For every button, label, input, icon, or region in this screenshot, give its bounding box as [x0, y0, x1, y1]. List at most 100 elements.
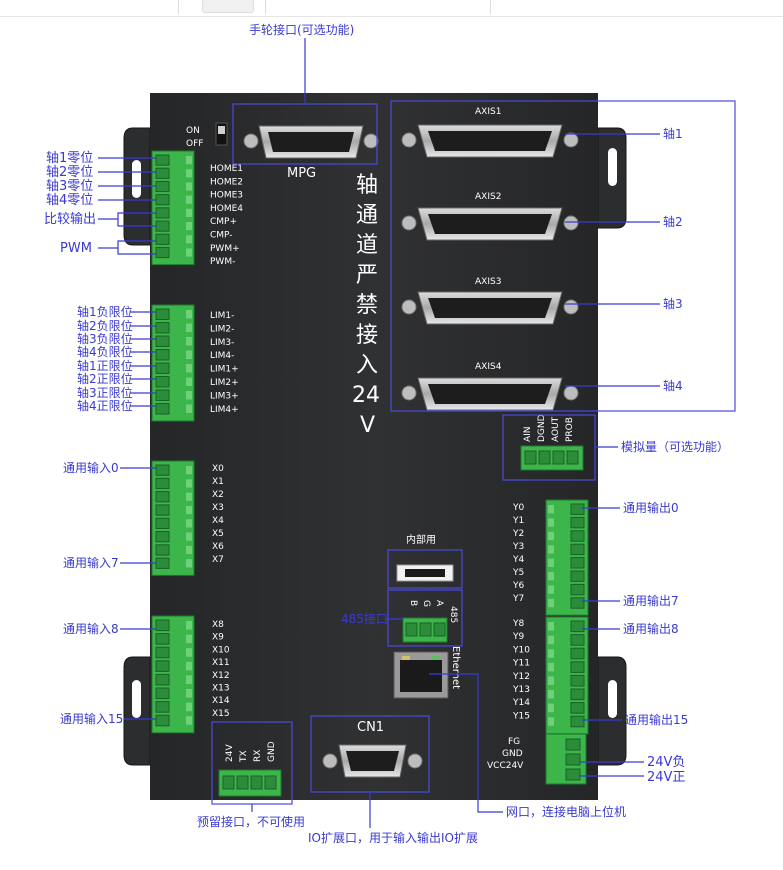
reserved-port-label: 预留接口，不可使用 — [197, 814, 305, 829]
y-pin-silk: Y10 — [512, 645, 530, 655]
internal-connector[interactable] — [396, 564, 454, 582]
axis4-label: 轴4 — [663, 378, 683, 393]
x-pin-silk: X4 — [212, 516, 224, 526]
terminal-blocks[interactable] — [151, 150, 589, 735]
v24-neg-label: 24V负 — [647, 755, 685, 770]
svg-text:G: G — [421, 600, 431, 607]
out8-label: 通用输出8 — [623, 621, 679, 636]
y-pin-silk: Y8 — [512, 619, 524, 629]
mounting-flanges — [123, 127, 627, 766]
x-pin-silk: X15 — [212, 709, 230, 719]
svg-text:A: A — [434, 600, 444, 607]
home4-label: 轴4零位 — [46, 193, 93, 208]
dip-switch[interactable] — [215, 122, 228, 146]
lim4n-label: 轴4负限位 — [77, 344, 133, 359]
toolbar-tab[interactable] — [202, 0, 254, 13]
leader-lines — [98, 38, 660, 828]
power-fg-silk: FG — [508, 737, 520, 747]
power-terminal[interactable] — [545, 733, 587, 785]
x-pin-silk: X10 — [212, 645, 230, 655]
axis1-label: 轴1 — [663, 126, 683, 141]
mpg-label: MPG — [287, 166, 316, 181]
home-pin-silk: HOME4 — [210, 204, 243, 214]
home1-label: 轴1零位 — [46, 151, 93, 166]
y-pin-silk: Y1 — [512, 516, 524, 526]
lim2p-label: 轴2正限位 — [77, 371, 133, 386]
annotation-labels: 手轮接口(可选功能) 轴1零位 轴2零位 轴3零位 轴4零位 比较输出 PWM … — [44, 22, 729, 845]
x-pin-silk: X12 — [212, 671, 230, 681]
svg-text:V: V — [360, 413, 375, 438]
v24-pos-label: 24V正 — [647, 770, 685, 785]
x-pin-silk: X14 — [212, 696, 230, 706]
lim4p-label: 轴4正限位 — [77, 398, 133, 413]
svg-text:道: 道 — [356, 233, 378, 258]
x-pin-silk: X9 — [212, 633, 224, 643]
mpg-connector[interactable] — [243, 125, 379, 159]
x-pin-silk: X8 — [212, 620, 224, 630]
svg-text:PROB: PROB — [565, 417, 575, 442]
bottom-reserved-terminal[interactable] — [218, 769, 282, 797]
switch-off-label: OFF — [186, 139, 203, 149]
analog-pin-labels: AIN DGND AOUT PROB — [523, 414, 575, 442]
terminal-outputs-y8-y15[interactable] — [545, 616, 589, 735]
y-pin-silk: Y11 — [512, 659, 530, 669]
home-pin-silk: HOME1 — [210, 164, 243, 174]
y-pin-silk: Y4 — [512, 555, 524, 565]
lim-pin-silk: LIM3- — [210, 338, 234, 348]
rs485-label: 485接口 — [341, 611, 388, 626]
home-pin-silk: CMP- — [210, 231, 233, 241]
annotation-frames — [211, 100, 736, 805]
lim-pin-silk: LIM3+ — [210, 391, 239, 401]
y-pin-silk: Y6 — [512, 581, 524, 591]
lim3p-label: 轴3正限位 — [77, 385, 133, 400]
cn1-connector[interactable] — [322, 744, 423, 778]
axis1-silk: AXIS1 — [475, 107, 501, 117]
in7-label: 通用输入7 — [63, 555, 119, 570]
ethernet-port[interactable] — [393, 651, 449, 699]
y-pin-silk: Y0 — [512, 503, 524, 513]
silkscreen-labels: HOME1HOME2HOME3HOME4CMP+CMP-PWM+PWM-LIM1… — [210, 164, 530, 721]
analog-terminal[interactable] — [520, 445, 584, 471]
terminal-home-cmp-pwm[interactable] — [151, 150, 195, 266]
lim2n-label: 轴2负限位 — [77, 318, 133, 333]
top-toolbar-strip — [0, 0, 783, 17]
lim1n-label: 轴1负限位 — [77, 304, 133, 319]
out7-label: 通用输出7 — [623, 593, 679, 608]
lim-pin-silk: LIM4+ — [210, 405, 239, 415]
svg-text:24V: 24V — [225, 744, 235, 762]
y-pin-silk: Y3 — [512, 542, 524, 552]
svg-text:严: 严 — [356, 263, 378, 288]
svg-text:通: 通 — [356, 203, 378, 228]
in8-label: 通用输入8 — [63, 621, 119, 636]
axis-connectors[interactable] — [401, 124, 579, 411]
home-pin-silk: HOME3 — [210, 191, 243, 201]
svg-text:入: 入 — [356, 353, 378, 378]
terminal-inputs-x0-x7[interactable] — [151, 460, 195, 576]
x-pin-silk: X5 — [212, 529, 224, 539]
svg-text:接: 接 — [356, 323, 378, 348]
out0-label: 通用输出0 — [623, 500, 679, 515]
x-pin-silk: X1 — [212, 477, 224, 487]
mpg-title-label: 手轮接口(可选功能) — [249, 22, 354, 37]
terminal-inputs-x8-x15[interactable] — [151, 615, 195, 734]
out15-label: 通用输出15 — [625, 712, 688, 727]
axis3-silk: AXIS3 — [475, 277, 501, 287]
svg-text:禁: 禁 — [356, 293, 378, 318]
home2-label: 轴2零位 — [46, 165, 93, 180]
terminal-outputs-y0-y7[interactable] — [545, 499, 589, 616]
svg-text:RX: RX — [253, 750, 263, 762]
terminal-limits[interactable] — [151, 304, 195, 422]
switch-on-label: ON — [186, 126, 200, 136]
lim3n-label: 轴3负限位 — [77, 331, 133, 346]
y-pin-silk: Y12 — [512, 672, 530, 682]
internal-label: 内部用 — [406, 533, 436, 546]
rs485-terminal[interactable] — [402, 617, 448, 643]
svg-text:DGND: DGND — [537, 414, 547, 442]
x-pin-silk: X2 — [212, 490, 224, 500]
axis2-label: 轴2 — [663, 214, 683, 229]
svg-text:B: B — [408, 600, 418, 606]
svg-text:GND: GND — [267, 741, 277, 762]
home-pin-silk: CMP+ — [210, 217, 237, 227]
svg-text:AOUT: AOUT — [551, 416, 561, 442]
